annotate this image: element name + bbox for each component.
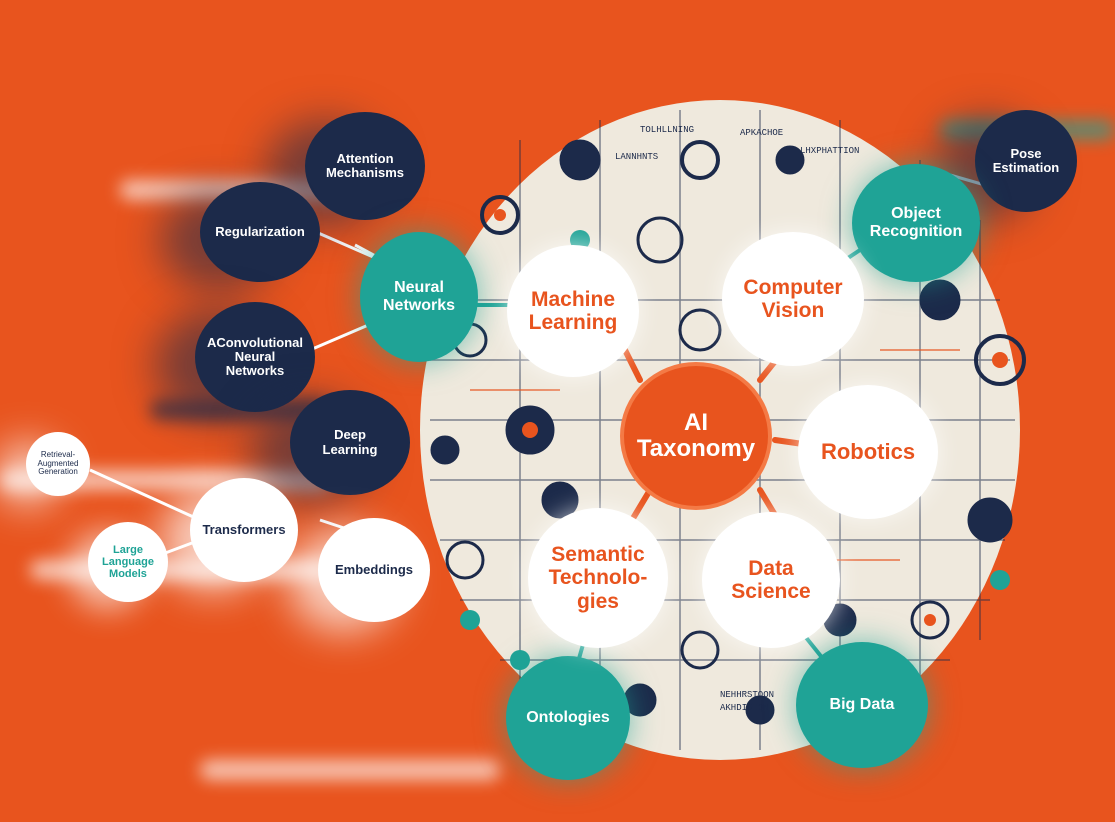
node-data-science[interactable]: Data Science: [702, 512, 840, 648]
node-pose-estimation[interactable]: Pose Estimation: [975, 110, 1077, 212]
node-convolutional-neural-networks[interactable]: AConvolutional Neural Networks: [195, 302, 315, 412]
background-label: AKHDIGION: [720, 703, 769, 713]
node-object-recognition[interactable]: Object Recognition: [852, 164, 980, 282]
background-label: APKACHOE: [740, 128, 784, 138]
node-attention-mechanisms[interactable]: Attention Mechanisms: [305, 112, 425, 220]
node-big-data[interactable]: Big Data: [796, 642, 928, 768]
node-robotics[interactable]: Robotics: [798, 385, 938, 519]
node-large-language-models[interactable]: Large Language Models: [88, 522, 168, 602]
background-label: NEHHRSTOON: [720, 690, 775, 700]
node-deep-learning[interactable]: Deep Learning: [290, 390, 410, 495]
node-embeddings[interactable]: Embeddings: [318, 518, 430, 622]
node-semantic-technologies[interactable]: Semantic Technolo- gies: [528, 508, 668, 648]
node-transformers[interactable]: Transformers: [190, 478, 298, 582]
motion-streak: [200, 760, 500, 780]
node-computer-vision[interactable]: Computer Vision: [722, 232, 864, 366]
background-label: TOLHLLNING: [640, 125, 695, 135]
node-retrieval-augmented-generation[interactable]: Retrieval- Augmented Generation: [26, 432, 90, 496]
node-machine-learning[interactable]: Machine Learning: [507, 245, 639, 377]
background-label: LANNHNTS: [615, 152, 659, 162]
background-label: LHXPHATTION: [800, 146, 860, 156]
node-ontologies[interactable]: Ontologies: [506, 656, 630, 780]
node-ai-taxonomy[interactable]: AI Taxonomy: [620, 362, 772, 510]
node-neural-networks[interactable]: Neural Networks: [360, 232, 478, 362]
node-regularization[interactable]: Regularization: [200, 182, 320, 282]
